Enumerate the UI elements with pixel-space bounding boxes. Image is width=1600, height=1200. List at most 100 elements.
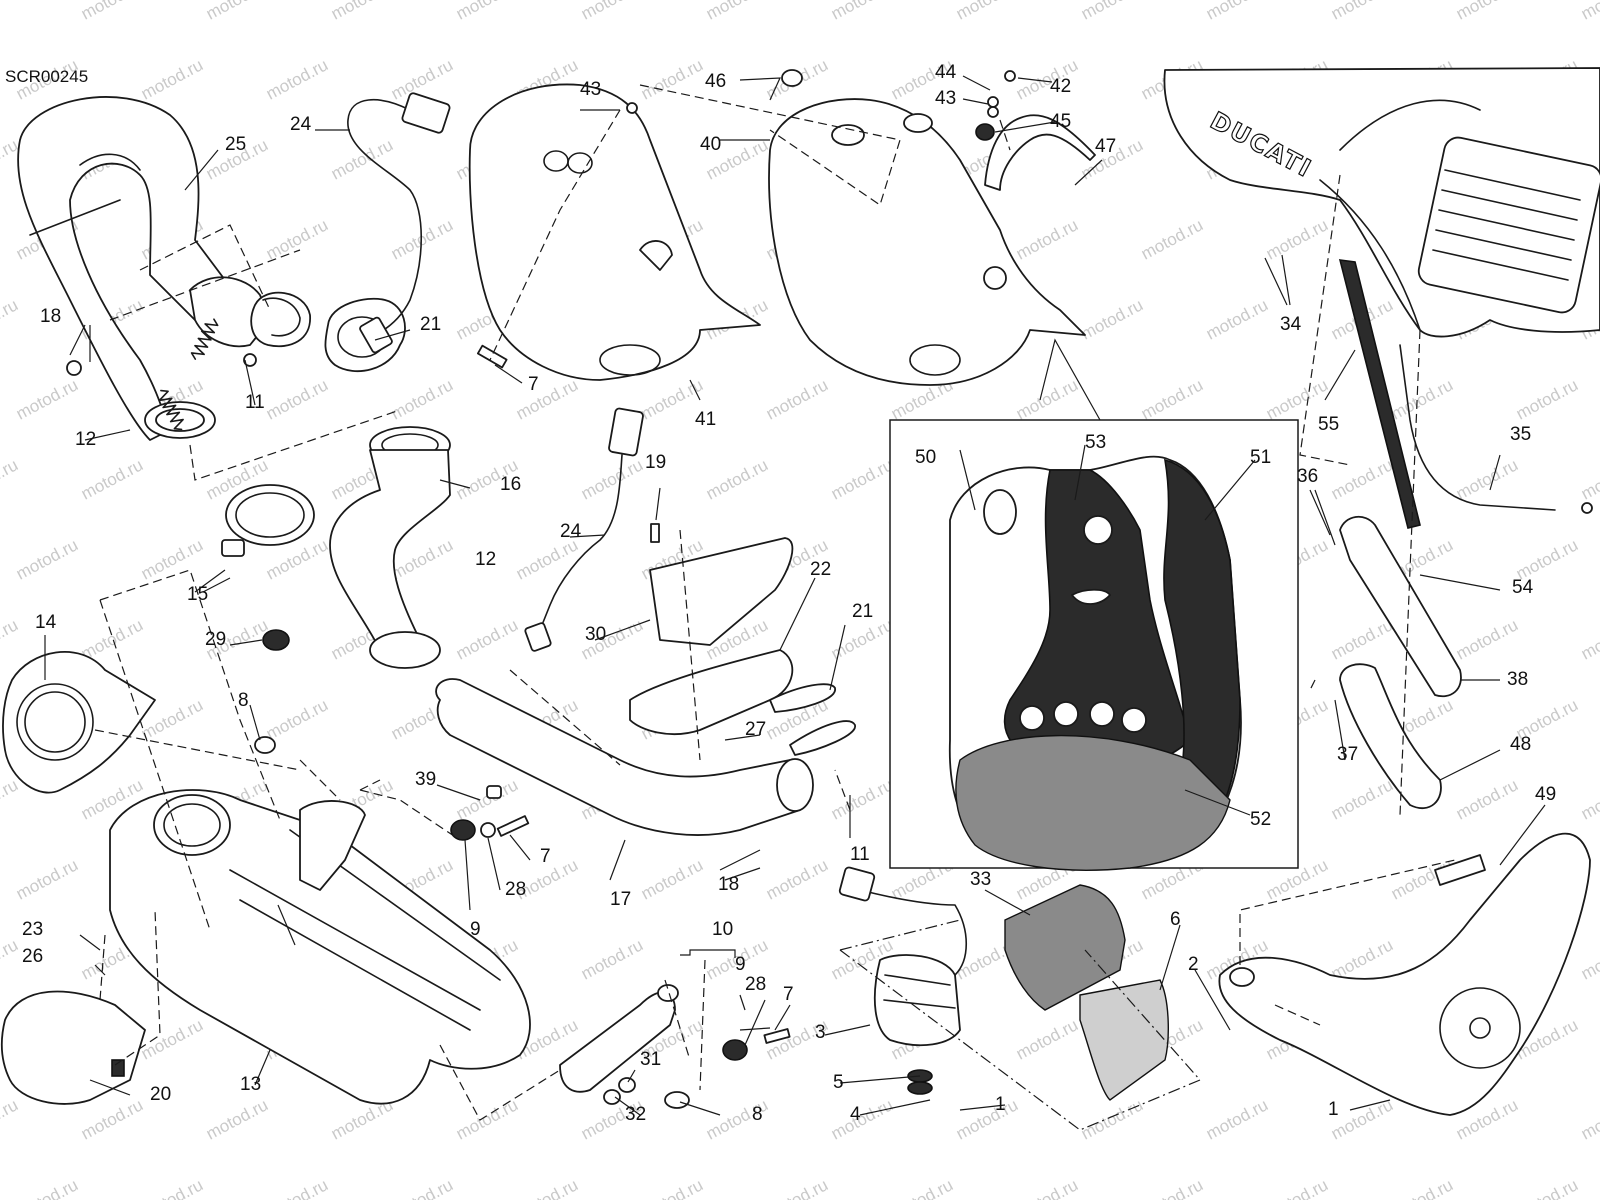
watermark-text: motod.ru — [578, 935, 646, 983]
watermark-text: motod.ru — [1078, 1095, 1146, 1143]
callout-3: 3 — [815, 1022, 826, 1043]
header-pipe-25 — [17, 96, 311, 441]
callout-9: 9 — [735, 954, 746, 975]
watermark-text: motod.ru — [1263, 215, 1331, 263]
callout-28: 28 — [745, 974, 766, 995]
watermark-text: motod.ru — [0, 295, 21, 343]
lambda-sensor-24-top — [347, 92, 451, 354]
fasteners-mid — [254, 523, 660, 841]
callout-18: 18 — [40, 306, 61, 327]
watermark-text: motod.ru — [1138, 1175, 1206, 1200]
heat-shield-40 — [768, 98, 1086, 386]
watermark-text: motod.ru — [1138, 375, 1206, 423]
shield-22 — [629, 649, 794, 735]
watermark-text: motod.ru — [703, 0, 771, 24]
watermark-text: motod.ru — [138, 1015, 206, 1063]
watermark-text: motod.ru — [1453, 615, 1521, 663]
callout-20: 20 — [150, 1084, 171, 1105]
watermark-text: motod.ru — [1578, 455, 1600, 503]
watermark-text: motod.ru — [1328, 455, 1396, 503]
callout-1: 1 — [995, 1094, 1006, 1115]
callout-18: 18 — [718, 874, 739, 895]
watermark-text: motod.ru — [138, 1175, 206, 1200]
callout-19: 19 — [645, 452, 666, 473]
watermark-text: motod.ru — [263, 55, 331, 103]
watermark-text: motod.ru — [0, 775, 21, 823]
callout-25: 25 — [225, 134, 246, 155]
callout-11: 11 — [850, 844, 870, 865]
silencer-13 — [109, 789, 531, 1105]
watermark-text: motod.ru — [1078, 295, 1146, 343]
callout-54: 54 — [1512, 577, 1534, 598]
watermark-text: motod.ru — [513, 375, 581, 423]
callout-43: 43 — [580, 79, 601, 100]
callout-24: 24 — [560, 521, 582, 542]
watermark-text: motod.ru — [78, 0, 146, 24]
watermark-text: motod.ru — [328, 135, 396, 183]
watermark-text: motod.ru — [828, 775, 896, 823]
callout-47: 47 — [1095, 136, 1116, 157]
watermark-text: motod.ru — [263, 1175, 331, 1200]
callout-33: 33 — [970, 869, 991, 890]
callout-55: 55 — [1318, 414, 1339, 435]
watermark-text: motod.ru — [1453, 455, 1521, 503]
callout-12: 12 — [75, 429, 96, 450]
callout-27: 27 — [745, 719, 766, 740]
callout-37: 37 — [1337, 744, 1358, 765]
watermark-text: motod.ru — [388, 375, 456, 423]
watermark-text: motod.ru — [1453, 0, 1521, 24]
callout-7: 7 — [540, 846, 551, 867]
rubber-29 — [262, 629, 290, 651]
heat-guard-20 — [0, 990, 146, 1105]
guard-33 — [1004, 884, 1126, 1011]
callout-53: 53 — [1085, 432, 1106, 453]
watermark-text: motod.ru — [203, 0, 271, 24]
callout-11: 11 — [245, 392, 265, 413]
heat-shield-41 — [468, 83, 761, 381]
callout-34: 34 — [1280, 314, 1302, 335]
callout-45: 45 — [1050, 111, 1071, 132]
callout-2: 2 — [1188, 954, 1199, 975]
watermark-text: motod.ru — [13, 855, 81, 903]
callout-26: 26 — [22, 946, 43, 967]
watermark-text: motod.ru — [1578, 775, 1600, 823]
inset-leaders — [1039, 338, 1101, 421]
watermark-text: motod.ru — [1388, 1175, 1456, 1200]
gaskets-21-27 — [769, 683, 856, 756]
watermark-text: motod.ru — [453, 775, 521, 823]
watermark-text: motod.ru — [1578, 0, 1600, 24]
callout-52: 52 — [1250, 809, 1271, 830]
watermark-text: motod.ru — [763, 375, 831, 423]
watermark-text: motod.ru — [78, 455, 146, 503]
watermark-text: motod.ru — [763, 1175, 831, 1200]
callout-8: 8 — [752, 1104, 763, 1125]
clamp-15 — [221, 484, 315, 557]
watermark-text: motod.ru — [1328, 615, 1396, 663]
callout-12: 12 — [475, 549, 496, 570]
watermark-text: motod.ru — [1578, 935, 1600, 983]
brackets-38-48 — [1339, 516, 1462, 810]
watermark-text: motod.ru — [453, 1095, 521, 1143]
callout-21: 21 — [420, 314, 441, 335]
callout-39: 39 — [415, 769, 436, 790]
watermark-text: motod.ru — [0, 1095, 21, 1143]
callout-13: 13 — [240, 1074, 261, 1095]
watermark-text: motod.ru — [0, 0, 21, 24]
callout-35: 35 — [1510, 424, 1531, 445]
watermark-text: motod.ru — [828, 1095, 896, 1143]
watermark-text: motod.ru — [1578, 615, 1600, 663]
watermark-text: motod.ru — [263, 695, 331, 743]
watermark-text: motod.ru — [953, 1095, 1021, 1143]
callout-17: 17 — [610, 889, 631, 910]
callout-31: 31 — [640, 1049, 661, 1070]
watermark-text: motod.ru — [578, 455, 646, 503]
watermark-text: motod.ru — [1138, 215, 1206, 263]
callout-38: 38 — [1507, 669, 1528, 690]
watermark-text: motod.ru — [513, 535, 581, 583]
watermark-text: motod.ru — [0, 935, 21, 983]
springs-12-11 — [66, 318, 257, 431]
watermark-text: motod.ru — [263, 215, 331, 263]
callout-23: 23 — [22, 919, 43, 940]
